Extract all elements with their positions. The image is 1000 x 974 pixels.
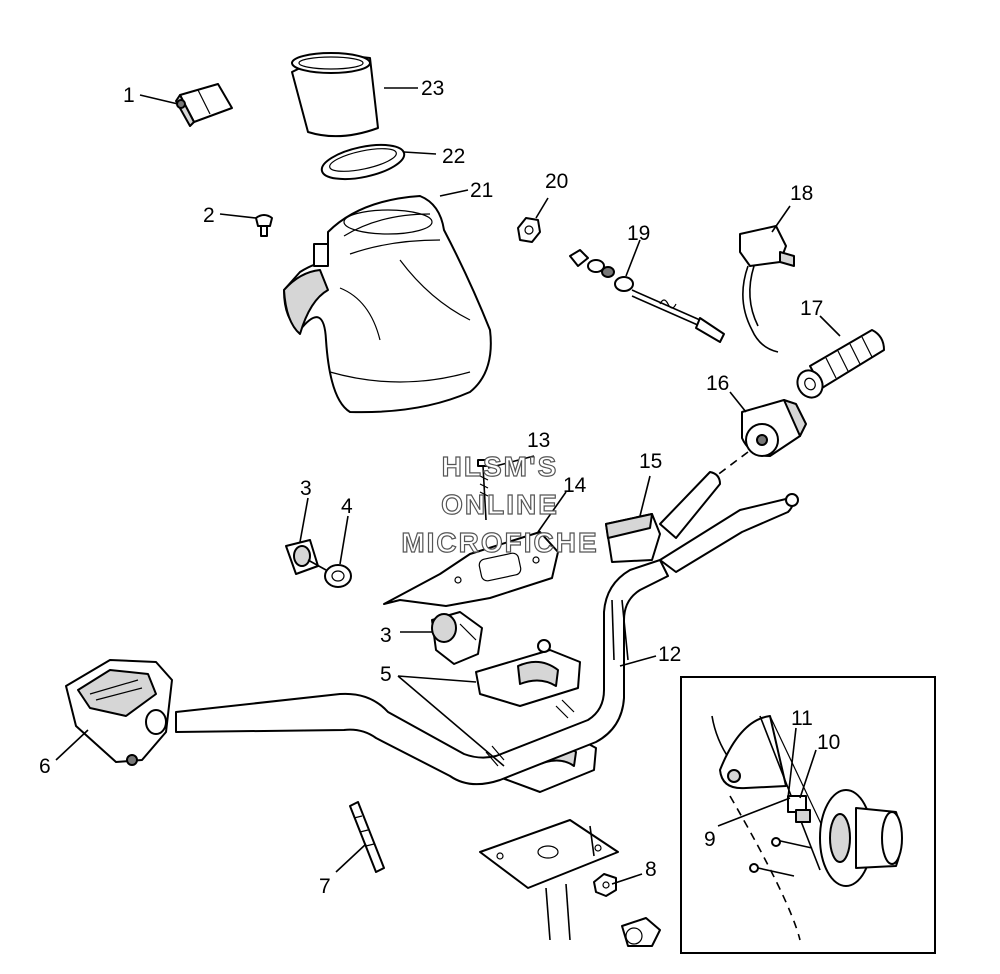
callout-22: 22 [442,145,465,168]
callout-5: 5 [380,663,392,686]
callout-labels: 1 2 3 3 4 5 6 7 8 9 10 11 12 13 14 15 16… [39,77,840,898]
part-18-connector [739,225,795,353]
part-20-nut [517,217,541,243]
part-22-ring [320,143,406,181]
callout-4: 4 [341,495,353,518]
inset-detail [680,676,936,954]
part-12-handlebar [175,559,669,786]
callout-2: 2 [203,204,215,227]
part-19-shaft [569,249,725,343]
watermark-line-2: ONLINE [441,489,559,520]
part-1-clip [175,83,233,127]
part-13-bolt [477,459,489,521]
callout-12: 12 [658,643,681,666]
callout-10: 10 [817,731,840,754]
part-7-cable-tie [349,801,385,873]
leader-lines [55,87,841,885]
watermark: HLSM'S ONLINE MICROFICHE [401,450,598,558]
callout-11: 11 [791,707,813,730]
part-5-clamp-upper [475,639,581,707]
part-17-grip [796,329,885,399]
part-6-left-housing [65,659,173,766]
part-3-lower-switch [431,611,483,665]
callout-23: 23 [421,77,444,100]
callout-15: 15 [639,450,662,473]
watermark-line-1: HLSM'S [442,451,559,482]
callout-1: 1 [123,84,135,107]
callout-16: 16 [706,372,729,395]
callout-9: 9 [704,828,716,851]
watermark-line-3: MICROFICHE [401,527,598,558]
mounting-plate [479,819,619,941]
part-21-cover [283,195,492,414]
callout-17: 17 [800,297,823,320]
part-15-brake-lever [605,471,799,573]
callout-18: 18 [790,182,813,205]
callout-13: 13 [527,429,550,452]
callout-3a: 3 [300,477,312,500]
callout-3b: 3 [380,624,392,647]
part-4-nut [324,564,352,588]
part-8-nut [593,873,617,897]
callout-8: 8 [645,858,657,881]
callout-19: 19 [627,222,650,245]
callout-14: 14 [563,474,587,497]
part-23-cap [291,52,379,138]
callout-20: 20 [545,170,568,193]
part-2-screw [255,214,273,237]
part-16-throttle [741,399,807,457]
callout-6: 6 [39,755,51,778]
part-14-bracket [383,531,559,607]
part-3-upper-switch [285,539,327,575]
callout-21: 21 [470,179,493,202]
callout-7: 7 [319,875,331,898]
clamp-bottom [621,917,661,947]
